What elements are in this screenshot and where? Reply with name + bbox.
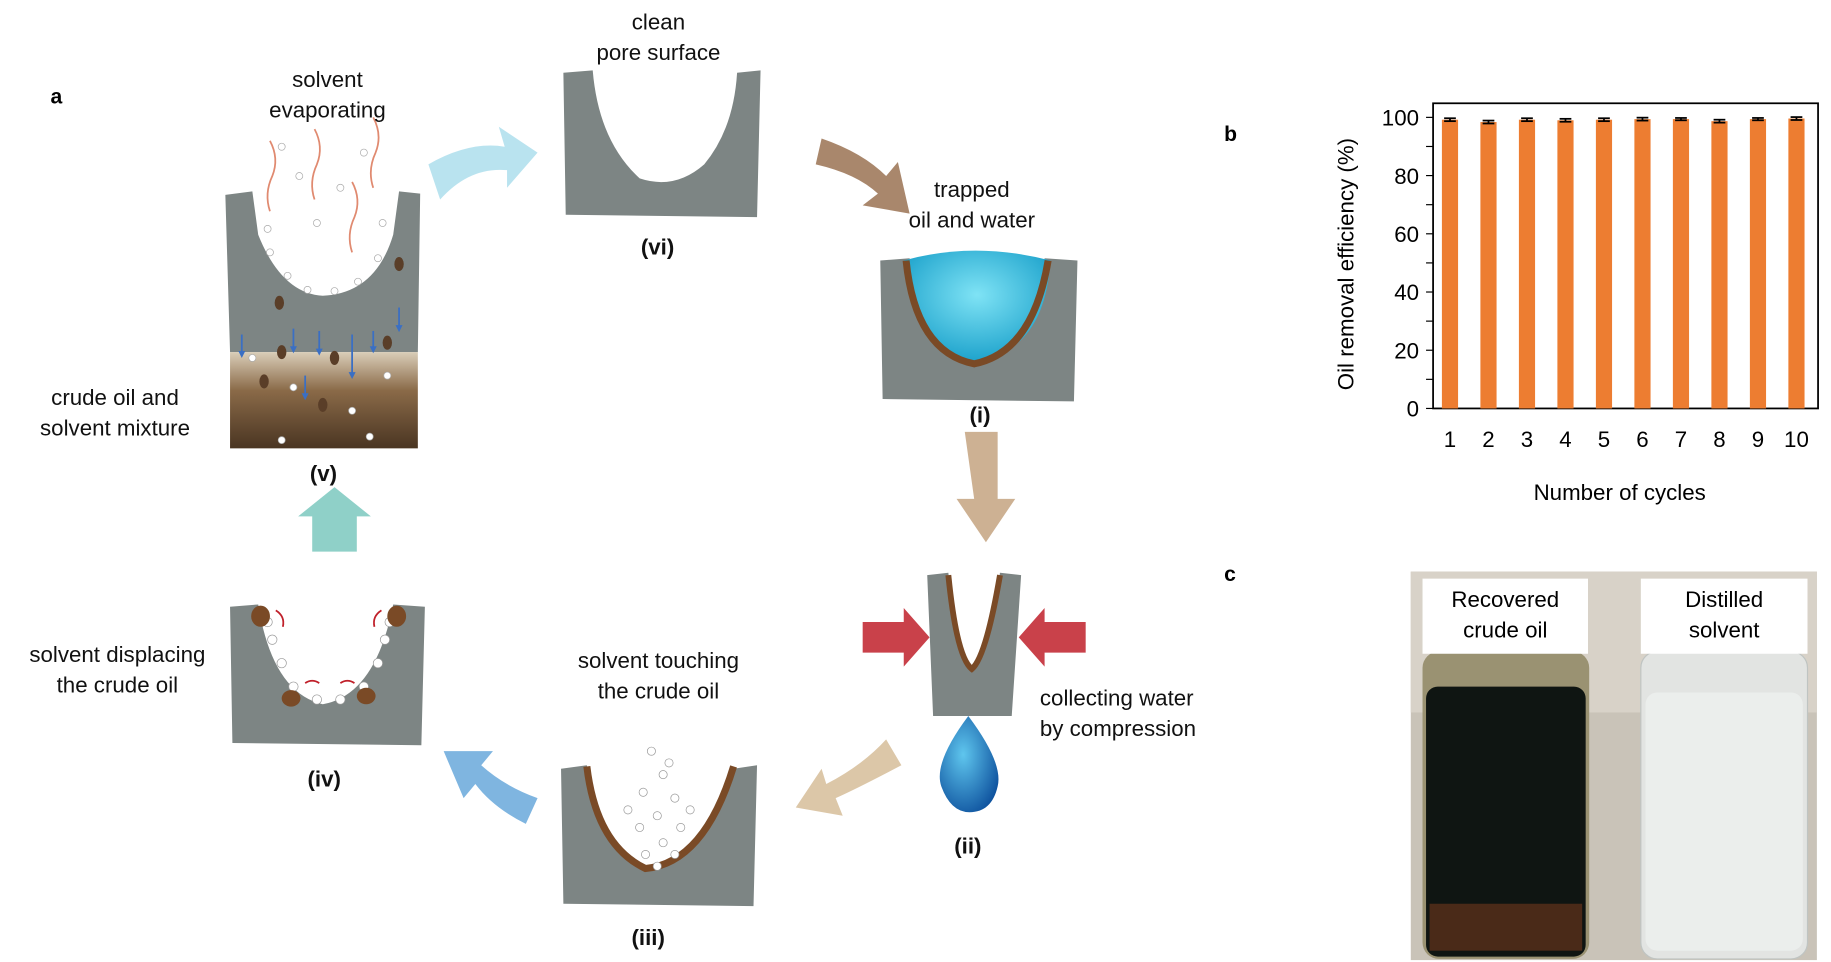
bar [1749, 119, 1767, 409]
bar [1711, 121, 1728, 409]
bar [1480, 122, 1497, 409]
x-tick-label: 1 [1444, 427, 1456, 452]
x-tick-label: 8 [1713, 427, 1725, 452]
compress-right-arrow [1018, 607, 1086, 667]
step-label-i: (i) [969, 403, 991, 429]
x-tick-label: 10 [1784, 427, 1809, 452]
pore-ii [862, 572, 1086, 813]
y-tick-label: 40 [1394, 280, 1419, 305]
arrow-iii-to-iv [443, 751, 538, 824]
arrow-iv-to-v [298, 487, 371, 552]
arrow-i-to-ii [956, 431, 1016, 543]
bar [1672, 119, 1690, 409]
y-tick-label: 0 [1407, 397, 1419, 422]
x-axis-label: Number of cycles [1534, 480, 1706, 505]
compress-left-arrow [862, 607, 930, 667]
step-label-iv: (iv) [307, 767, 341, 793]
x-tick-label: 2 [1482, 427, 1494, 452]
panel-label-b: b [1224, 122, 1238, 146]
pore-iv [230, 604, 425, 746]
x-tick-label: 6 [1636, 427, 1648, 452]
x-tick-label: 3 [1521, 427, 1533, 452]
pore-vi [563, 70, 761, 218]
x-tick-label: 9 [1752, 427, 1764, 452]
bar [1557, 120, 1574, 409]
step-label-vi: (vi) [640, 235, 675, 261]
pore-i [880, 250, 1078, 402]
bar [1788, 118, 1805, 409]
y-axis-label: Oil removal efficiency (%) [1333, 138, 1358, 390]
step-label-v: (v) [309, 462, 338, 488]
step-label-ii: (ii) [954, 834, 982, 860]
x-tick-label: 7 [1675, 427, 1687, 452]
panel-label-a: a [50, 84, 63, 108]
bar [1595, 119, 1613, 409]
y-tick-label: 100 [1382, 106, 1419, 131]
pore-v [225, 116, 421, 449]
bottles-photo [1410, 571, 1817, 961]
arrow-v-to-vi [428, 126, 538, 200]
bar [1634, 119, 1651, 409]
plot-frame [1432, 102, 1819, 410]
y-tick-label: 60 [1394, 222, 1419, 247]
pore-iii [561, 746, 758, 907]
bar [1518, 119, 1536, 409]
panel-label-c: c [1224, 562, 1236, 586]
step-label-iii: (iii) [631, 926, 665, 951]
arrow-vi-to-i [815, 138, 910, 214]
x-tick-label: 5 [1598, 427, 1610, 452]
y-tick-label: 80 [1394, 164, 1419, 189]
y-tick-label: 20 [1394, 338, 1419, 363]
x-tick-label: 4 [1559, 427, 1571, 452]
bar [1441, 119, 1459, 409]
arrow-ii-to-iii [795, 739, 902, 816]
